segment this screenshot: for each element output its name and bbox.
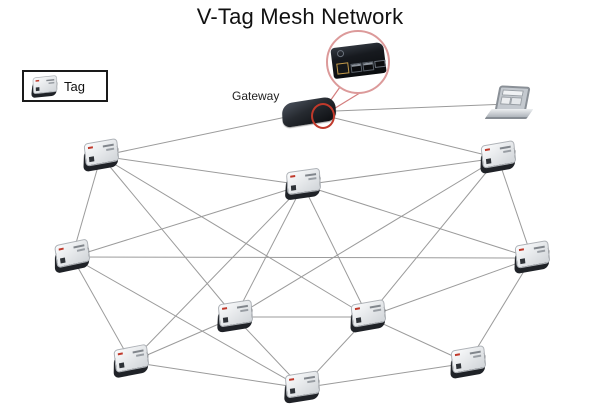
mesh-link-e-g	[367, 257, 533, 318]
mesh-link-d-h	[71, 256, 132, 363]
mesh-link-b-g	[302, 184, 369, 318]
usb-port-icon	[350, 62, 363, 73]
mesh-link-c-e	[497, 157, 533, 259]
gateway-label: Gateway	[232, 89, 280, 103]
diagram-title: V-Tag Mesh Network	[196, 4, 404, 29]
highlight-circle	[311, 103, 335, 129]
tag-node-i	[281, 370, 323, 405]
gateway-ports-closeup	[330, 41, 387, 80]
micro-port-icon	[374, 59, 386, 69]
logo-mark-icon	[336, 49, 345, 58]
magnifier-inset	[326, 30, 390, 94]
mesh-link-d-e	[71, 256, 533, 259]
legend-box: Tag	[22, 70, 108, 102]
mesh-link-gateway-laptop	[309, 103, 509, 113]
tag-node-f	[214, 299, 256, 334]
mesh-link-b-c	[302, 157, 499, 186]
tag-node-b	[282, 167, 324, 201]
mesh-link-a-b	[100, 155, 304, 186]
mesh-link-a-f	[100, 155, 236, 318]
mesh-link-d-i	[71, 256, 303, 389]
ethernet-port-icon	[336, 62, 350, 75]
mesh-link-gateway-a	[100, 111, 311, 157]
laptop-icon	[484, 85, 534, 122]
mesh-link-a-g	[100, 155, 369, 318]
mesh-link-c-f	[234, 157, 499, 318]
usb-port-icon	[362, 61, 375, 72]
mesh-link-i-j	[301, 362, 469, 389]
mesh-link-b-e	[302, 184, 533, 259]
mesh-link-b-d	[71, 184, 304, 258]
mesh-link-gateway-c	[309, 111, 499, 159]
tag-icon	[30, 75, 58, 99]
mesh-link-b-f	[234, 184, 304, 318]
mesh-link-h-i	[130, 361, 303, 389]
mesh-link-c-g	[367, 157, 499, 318]
mesh-link-b-h	[130, 184, 304, 363]
legend-label: Tag	[64, 78, 85, 94]
